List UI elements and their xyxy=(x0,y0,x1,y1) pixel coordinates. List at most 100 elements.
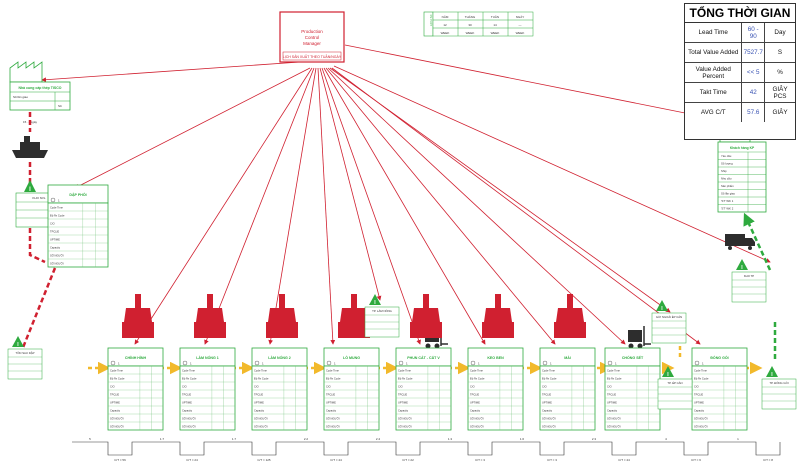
summary-row-lead-time: Lead Time 60 - 90 Day xyxy=(685,23,795,43)
control-title-1: Production xyxy=(301,29,323,34)
summary-panel: TỔNG THỜI GIAN Lead Time 60 - 90 Day Tot… xyxy=(684,3,796,140)
process-row-label: Cycle Time xyxy=(254,369,267,373)
inventory-label: TP. ĐÓNG GÓI xyxy=(769,380,788,385)
process-row-label: Độ Ấn Cycle xyxy=(398,376,413,381)
process-title: LÒ MUNG xyxy=(343,355,360,360)
process-row-label: Capacity xyxy=(542,409,553,413)
process-row-label: SỐ NGƯỜI xyxy=(254,424,268,429)
info-lines xyxy=(41,44,771,345)
calendar-table: LỊCH SX NĂM THÁNG TUẦN NGÀY 12 30 14 — W… xyxy=(423,11,534,37)
cal-h-2: THÁNG xyxy=(465,15,476,19)
process-row-label: C/O xyxy=(694,385,699,389)
process-row-label: C/O xyxy=(542,385,547,389)
kanban-post-icon xyxy=(124,308,152,322)
summary-label: AVG C/T xyxy=(685,102,743,122)
calendar-side-label: LỊCH SX xyxy=(429,14,433,26)
summary-table: Lead Time 60 - 90 Day Total Value Added … xyxy=(685,23,795,122)
kanban-card-icon xyxy=(122,322,154,338)
process-title: PHUN CÁT - CẮT V xyxy=(407,355,440,360)
supplier-row-1: Số lần giao xyxy=(13,95,28,99)
process-row-label: TPCLIE xyxy=(50,230,59,234)
svg-text:I: I xyxy=(661,306,663,312)
timeline-days: 4 xyxy=(665,437,667,441)
summary-label: Takt Time xyxy=(685,82,743,103)
kanban-post-icon xyxy=(412,308,440,322)
process-row-label: UPTIME xyxy=(326,401,336,405)
cal-h-4: NGÀY xyxy=(516,15,525,19)
process-row-label: Capacity xyxy=(470,409,481,413)
process-operator: 1 xyxy=(190,362,192,366)
cal-h-1: NĂM xyxy=(442,15,449,19)
customer-row-label: Số lượng xyxy=(721,162,733,166)
process-row-label: SỐ NGƯỜI xyxy=(607,416,621,421)
process-row-label: SỐ NGƯỜI xyxy=(110,424,124,429)
kanban-post-icon xyxy=(484,308,512,322)
process-row-label: UPTIME xyxy=(398,401,408,405)
process-row-label: SỐ NGƯỜI xyxy=(326,424,340,429)
operator-icon xyxy=(423,294,429,308)
process-row-label: C/O xyxy=(607,385,612,389)
process-row-label: Capacity xyxy=(50,246,61,250)
process-row-label: TPCLIE xyxy=(182,393,191,397)
process-row-label: Cycle Time xyxy=(50,206,63,210)
process-title: CHỐNG SÉT xyxy=(622,355,644,360)
control-title-3: Manager xyxy=(303,41,321,46)
timeline-days: 1.3 xyxy=(448,437,453,441)
inventory-triangle: I TỒN SAU DẬP xyxy=(7,336,43,380)
process-row-label: Capacity xyxy=(326,409,337,413)
kanban-card-icon xyxy=(338,322,370,338)
process-row-label: C/O xyxy=(470,385,475,389)
cal-r1-1: 12 xyxy=(443,23,447,27)
process-row-label: Độ Ấn Cycle xyxy=(50,213,65,218)
timeline-ct: C/T = 3 xyxy=(547,458,557,462)
summary-row-total-va: Total Value Added 7527.7 S xyxy=(685,42,795,63)
summary-label: Lead Time xyxy=(685,23,743,43)
process-row-label: Cycle Time xyxy=(470,369,483,373)
process-row-label: C/O xyxy=(254,385,259,389)
operator-icon xyxy=(207,294,213,308)
process-row-label: Capacity xyxy=(182,409,193,413)
process-operator: 1 xyxy=(478,362,480,366)
timeline-days: 1.6 xyxy=(520,437,525,441)
process-row-label: Cycle Time xyxy=(607,369,620,373)
inventory-label: TP. LÀM NÓNG xyxy=(372,308,392,313)
customer-row-label: Sản phẩm xyxy=(721,184,734,188)
process-operator: 1 xyxy=(406,362,408,366)
process-row-label: TPCLIE xyxy=(110,393,119,397)
customer-row-label: Ship xyxy=(721,169,727,173)
process-row-label: UPTIME xyxy=(110,401,120,405)
timeline-ct: C/T = 125 xyxy=(257,458,271,462)
customer-row-label: Số lần giao xyxy=(721,192,735,196)
svg-text:I: I xyxy=(29,187,31,193)
process-row-label: Độ Ấn Cycle xyxy=(542,376,557,381)
process-row-label: SỐ NGƯỜI xyxy=(398,416,412,421)
cal-r1-3: 14 xyxy=(493,23,497,27)
inventory-label: TỒN SAU DẬP xyxy=(16,350,35,355)
process-operator: 1 xyxy=(334,362,336,366)
customer-row-label: Nhu cầu xyxy=(721,177,732,181)
process-row-label: TPCLIE xyxy=(694,393,703,397)
summary-label: Total Value Added xyxy=(685,42,743,63)
inventory-label: GỬI NGOÀI ÉP CÁN xyxy=(656,314,682,319)
process-row-label: UPTIME xyxy=(542,401,552,405)
process-row-label: SỐ NGƯỜI xyxy=(542,416,556,421)
process-operator: 1 xyxy=(58,199,60,203)
operator-icon xyxy=(279,294,285,308)
process-row-label: C/O xyxy=(110,385,115,389)
process-row-label: Cycle Time xyxy=(110,369,123,373)
svg-text:I: I xyxy=(17,342,19,348)
kanban-card-icon xyxy=(194,322,226,338)
process-row-label: Độ Ấn Cycle xyxy=(110,376,125,381)
production-control-box: Production Control Manager LỊCH SẢN XUẤT… xyxy=(279,11,345,63)
kanban-post-icon xyxy=(268,308,296,322)
cal-h-3: TUẦN xyxy=(491,15,499,19)
process-row-label: TPCLIE xyxy=(398,393,407,397)
timeline-ct: C/T = 6 xyxy=(691,458,701,462)
